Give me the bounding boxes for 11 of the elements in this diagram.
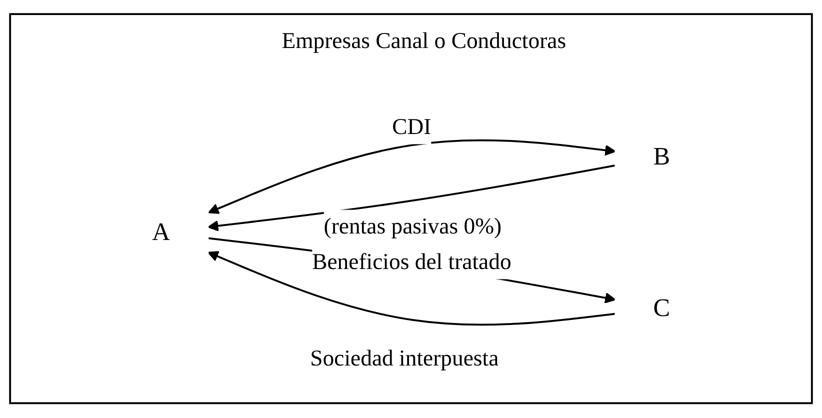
node-text: B [653, 143, 670, 172]
node-text: A [152, 219, 170, 247]
node-text: C [653, 294, 670, 322]
arrow [208, 251, 616, 326]
edge-label: CDI [392, 114, 432, 140]
arrow [208, 164, 616, 232]
edge-label: Sociedad interpuesta [310, 346, 499, 372]
arrow [208, 140, 616, 214]
edge-label: (rentas pasivas 0%) [324, 214, 502, 240]
arrow [208, 238, 616, 304]
edge-label: Beneficios del tratado [312, 249, 512, 275]
